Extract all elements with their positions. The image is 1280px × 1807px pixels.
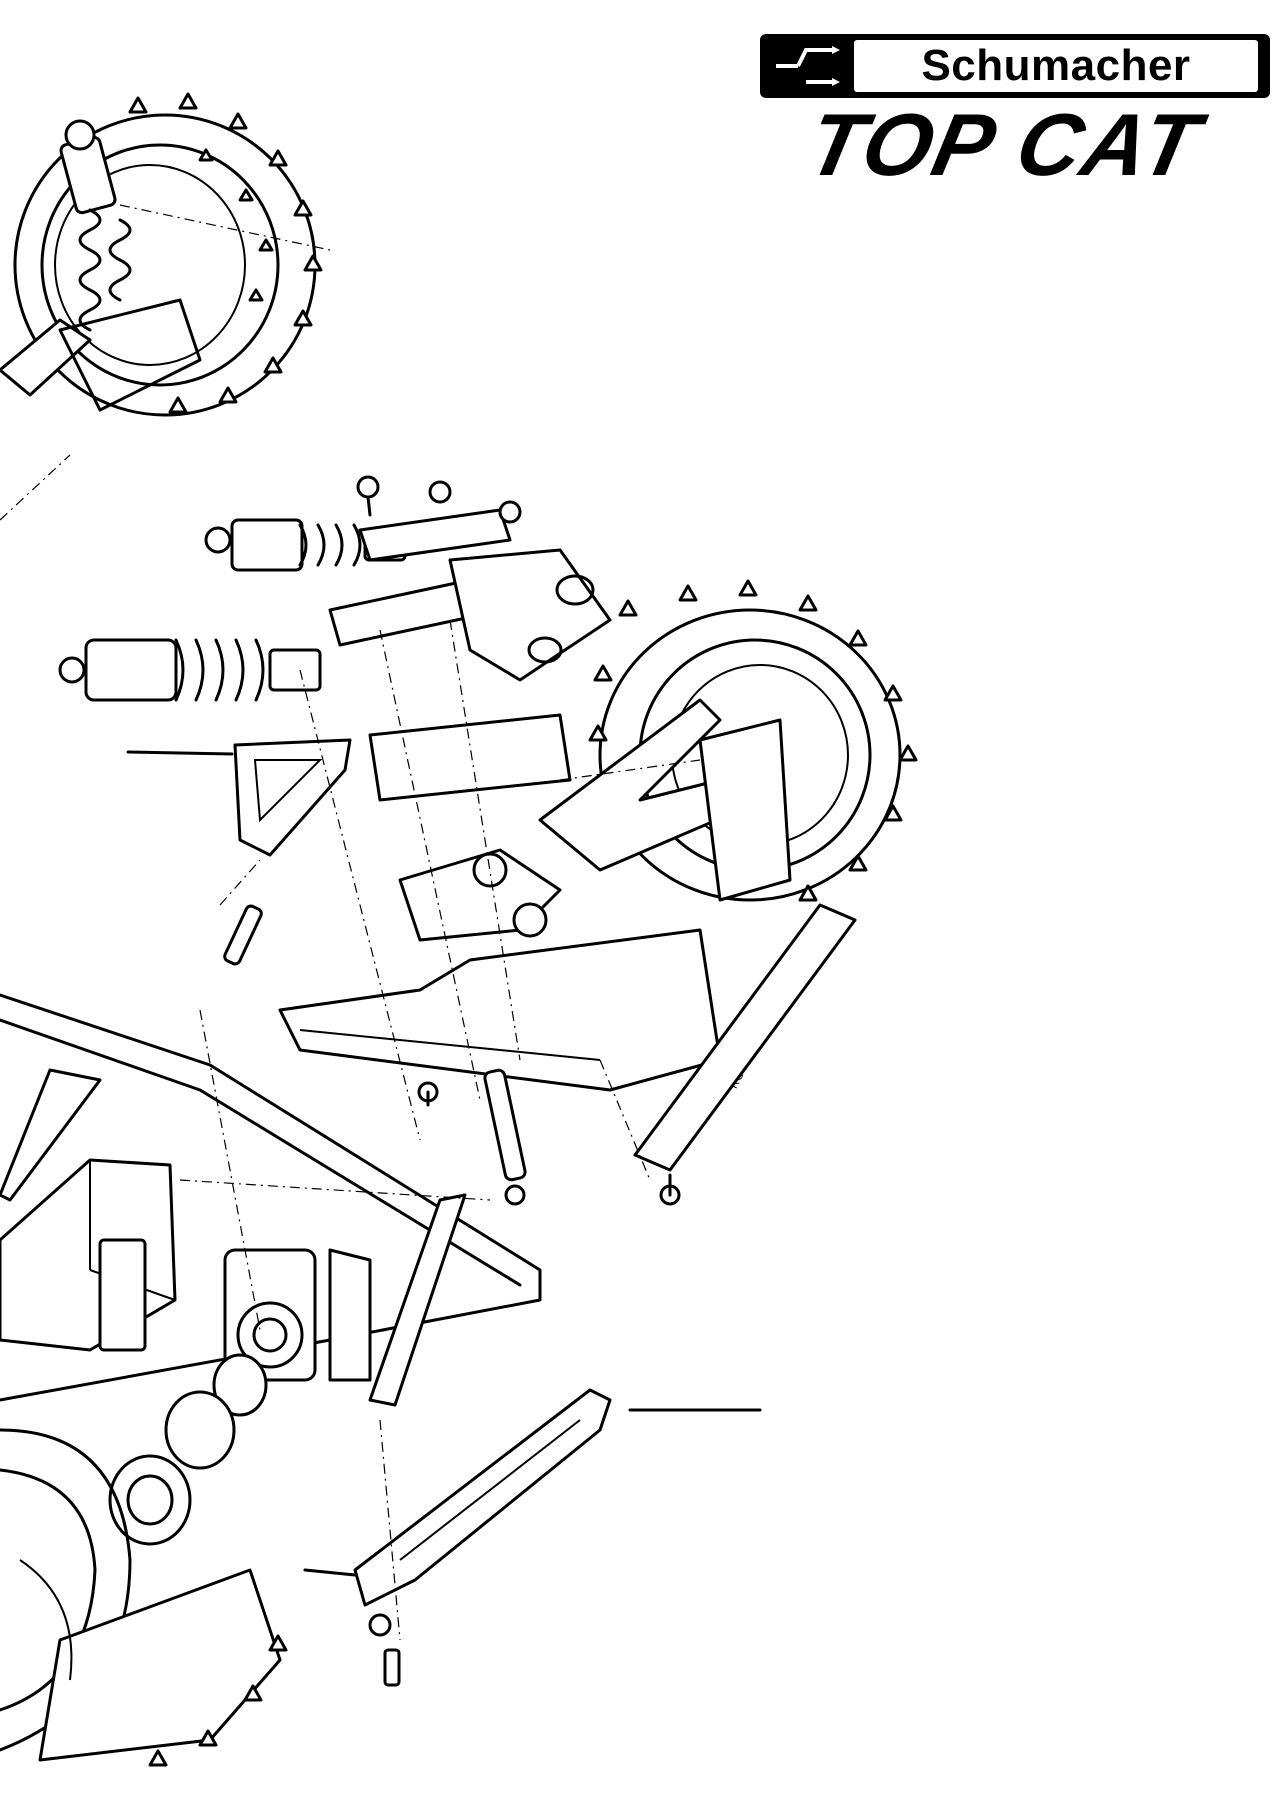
gearbox xyxy=(223,1248,372,1382)
rear-drive-shaft-top-left xyxy=(0,298,202,412)
brand-name: Schumacher xyxy=(854,40,1258,92)
shock-tower xyxy=(328,508,612,682)
assembly-lines xyxy=(0,204,701,1641)
schumacher-arrow-logo-icon xyxy=(776,46,840,86)
servo-saver xyxy=(398,848,562,942)
front-shock-lower xyxy=(58,638,322,702)
rear-wheel-bottom-left xyxy=(0,1428,288,1767)
front-lower-wishbone xyxy=(538,698,742,872)
drive-cups xyxy=(108,1353,268,1546)
battery-box xyxy=(0,1158,177,1352)
front-skid-plate xyxy=(633,903,857,1172)
rear-shock-top-left xyxy=(59,119,132,332)
rear-hinge-bar xyxy=(368,1193,467,1407)
rear-wheel-top-left xyxy=(13,92,323,417)
steering-block xyxy=(698,718,792,902)
front-bulkhead xyxy=(278,713,722,1092)
brand-logo-box: Schumacher xyxy=(760,34,1270,98)
rear-wishbone xyxy=(303,1388,612,1687)
front-upper-wishbone xyxy=(126,738,352,857)
screws xyxy=(223,475,762,1412)
